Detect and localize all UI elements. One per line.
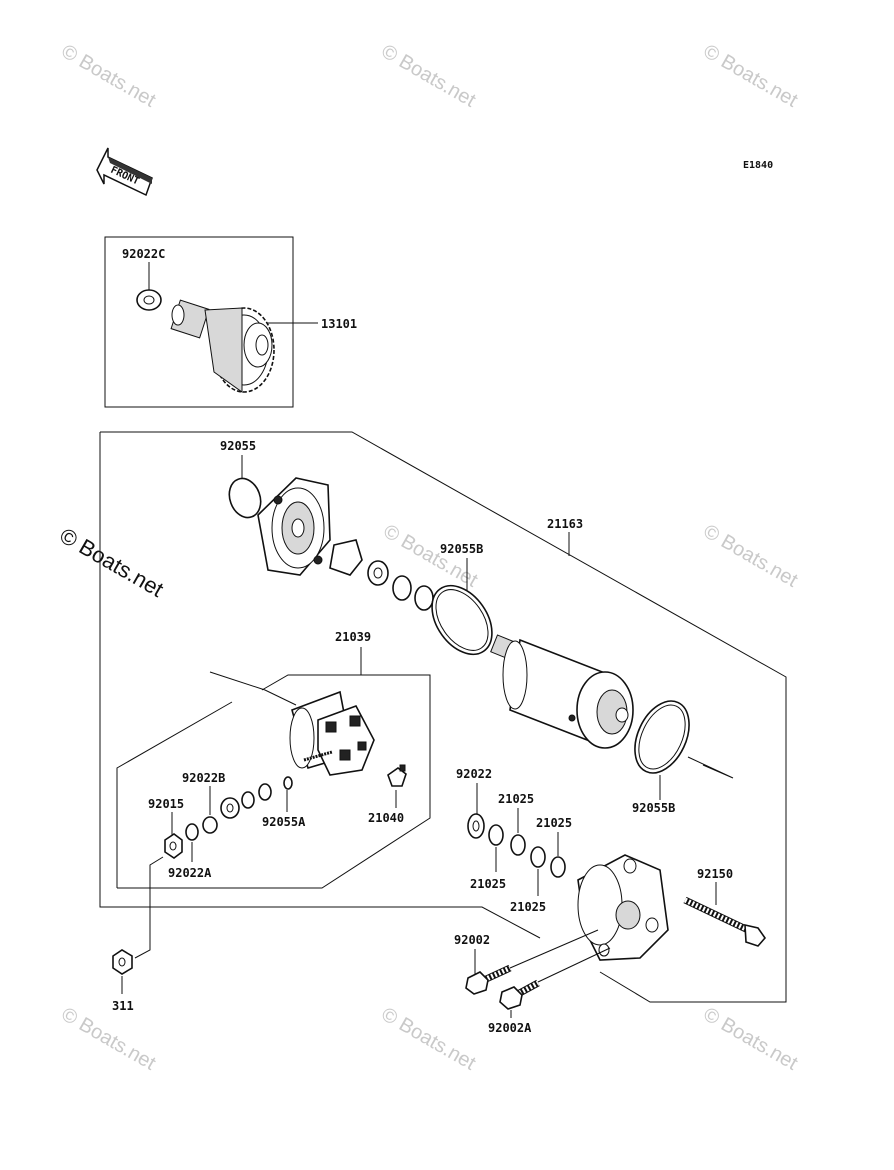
watermarks: © Boats.net © Boats.net © Boats.net © Bo… xyxy=(56,40,802,1075)
washer-icon xyxy=(530,846,546,868)
o-ring-icon xyxy=(228,477,262,519)
label-92150: 92150 xyxy=(697,867,733,881)
washer-icon xyxy=(550,856,566,878)
label-92015: 92015 xyxy=(148,797,184,811)
bolt-icon xyxy=(465,964,512,995)
brush-holder-icon xyxy=(289,690,375,776)
label-92022B: 92022B xyxy=(182,771,225,785)
label-92055B-bottom: 92055B xyxy=(632,801,675,815)
diagram-code: E1840 xyxy=(743,160,773,171)
watermark: © Boats.net xyxy=(58,40,160,112)
label-92055: 92055 xyxy=(220,439,256,453)
front-arrow-icon: FRONT xyxy=(96,147,153,197)
bolt-icon xyxy=(499,979,540,1010)
long-bolt-icon xyxy=(683,896,767,947)
seal-icon xyxy=(329,539,363,576)
watermark: © Boats.net xyxy=(58,1003,160,1075)
front-cover-icon xyxy=(257,477,331,576)
washer-icon xyxy=(414,585,434,611)
washer-icon xyxy=(185,823,199,841)
yoke-armature-icon xyxy=(490,634,634,749)
rear-cover-icon xyxy=(577,854,669,961)
label-92002: 92002 xyxy=(454,933,490,947)
terminal-nut-icon xyxy=(387,764,407,787)
watermark: © Boats.net xyxy=(700,520,802,592)
label-92055B-top: 92055B xyxy=(440,542,483,556)
washer-icon xyxy=(488,824,504,846)
watermark-overlay: © Boats.net xyxy=(56,523,168,602)
label-21039: 21039 xyxy=(335,630,371,644)
watermark: © Boats.net xyxy=(378,40,480,112)
washer-icon xyxy=(510,834,526,856)
label-92022C: 92022C xyxy=(122,247,165,261)
label-92055A: 92055A xyxy=(262,815,306,829)
label-13101: 13101 xyxy=(321,317,357,331)
label-21025-b: 21025 xyxy=(536,816,572,830)
washer-icon xyxy=(202,816,218,834)
watermark: © Boats.net xyxy=(700,40,802,112)
o-ring-icon xyxy=(283,776,293,790)
label-92002A: 92002A xyxy=(488,1021,532,1035)
watermark: © Boats.net xyxy=(378,1003,480,1075)
label-311: 311 xyxy=(112,999,134,1013)
label-21025-d: 21025 xyxy=(510,900,546,914)
label-21163: 21163 xyxy=(547,517,583,531)
box-13101: 92022C 13101 xyxy=(104,236,357,408)
label-21025-a: 21025 xyxy=(498,792,534,806)
assembly-21039-outline: 21039 xyxy=(116,630,431,889)
label-92022: 92022 xyxy=(456,767,492,781)
assembly-21163-outline: 21163 xyxy=(99,431,787,1003)
label-21025-c: 21025 xyxy=(470,877,506,891)
starter-clutch-icon xyxy=(170,299,275,393)
washer-icon xyxy=(392,575,412,601)
label-21040: 21040 xyxy=(368,811,404,825)
washer-icon xyxy=(258,783,272,801)
watermark: © Boats.net xyxy=(700,1003,802,1075)
washer-icon xyxy=(241,791,255,809)
label-92022A: 92022A xyxy=(168,866,212,880)
